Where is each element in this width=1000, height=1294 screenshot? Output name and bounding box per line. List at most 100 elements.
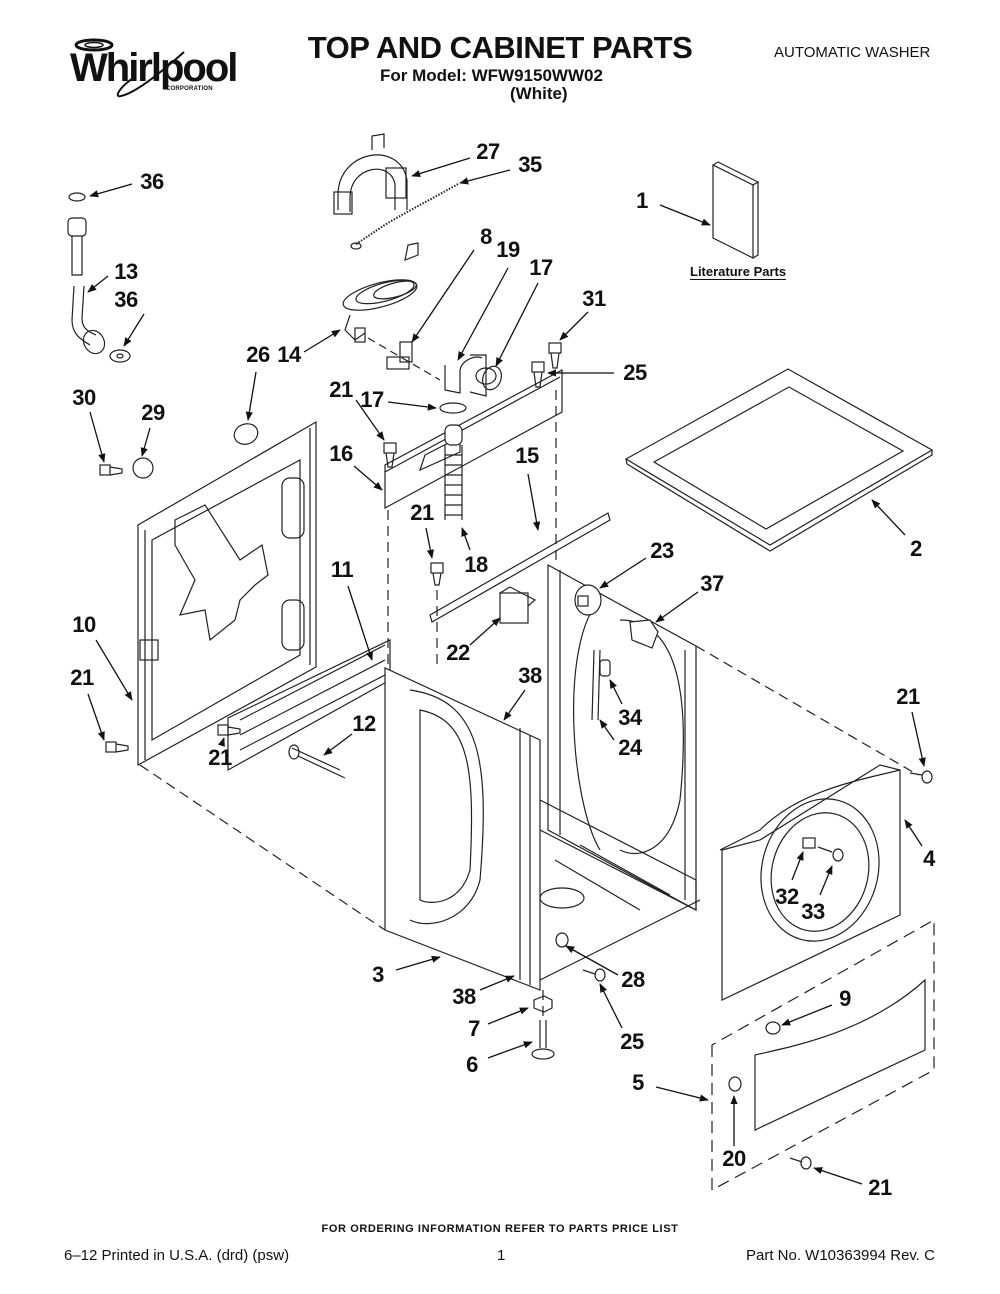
leader-arrow-side-rail <box>347 585 373 661</box>
callout-top-panel: 2 <box>910 536 922 561</box>
vent-cap <box>132 457 154 479</box>
toe-panel <box>754 978 926 1131</box>
callout-side-strip-upper: 38 <box>518 663 542 688</box>
leader-arrow-side-strip-upper <box>503 689 526 721</box>
leader-arrow-rear-panel <box>95 639 133 701</box>
screw-21-left <box>105 741 129 753</box>
callout-bead-chain: 35 <box>518 152 542 177</box>
leader-arrow-top-rail <box>527 473 541 531</box>
top-panel <box>624 368 934 552</box>
callout-leveling-leg: 6 <box>466 1052 478 1077</box>
leader-arrow-power-cord <box>303 329 341 353</box>
leader-arrow-side-strip-lower <box>479 975 515 991</box>
leader-arrow-bead-chain <box>459 169 511 185</box>
callout-push-nut: 9 <box>839 986 851 1011</box>
leader-arrow-screw-21-right <box>911 711 926 767</box>
callout-side-strip-lower: 38 <box>452 984 476 1009</box>
hinge-pin <box>288 744 346 779</box>
leader-arrow-hinge-pin <box>323 733 353 756</box>
screw-21-top <box>383 442 397 468</box>
side-rail <box>227 639 391 772</box>
leader-arrow-screw-30 <box>89 411 106 463</box>
pressure-switch <box>574 584 602 616</box>
product-type: AUTOMATIC WASHER <box>774 44 931 61</box>
callout-tube: 24 <box>618 735 642 760</box>
callout-screw-25-bottom: 25 <box>620 1029 644 1054</box>
leader-arrow-toe-panel-kit <box>655 1086 709 1102</box>
lock-nut <box>533 995 553 1013</box>
leader-arrow-screw-21-left <box>87 693 105 741</box>
push-nut <box>765 1021 781 1035</box>
callout-screw-21-bl: 21 <box>208 745 232 770</box>
hose-guide <box>333 133 408 215</box>
leader-arrow-drain-hose <box>461 527 471 551</box>
callout-hose-bracket: 37 <box>700 571 724 596</box>
callout-clamp-lower: 17 <box>360 387 384 412</box>
callout-literature: 1 <box>636 188 648 213</box>
leader-arrow-screw-25-bottom <box>599 983 623 1029</box>
leader-arrow-literature <box>659 204 711 226</box>
callout-screw-33: 33 <box>801 899 825 924</box>
leader-arrow-elbow <box>457 267 509 361</box>
leader-arrow-inlet-hose <box>87 275 109 293</box>
callout-grommet-28: 28 <box>621 967 645 992</box>
callout-rear-panel: 10 <box>72 612 96 637</box>
leader-arrow-screw-33 <box>819 865 833 896</box>
hose-bracket <box>629 619 659 649</box>
color-line: (White) <box>510 84 568 103</box>
callout-power-cord: 14 <box>277 342 301 367</box>
model-line: For Model: WFW9150WW02 <box>380 66 603 85</box>
callout-top-rail: 15 <box>515 443 539 468</box>
callout-lock-nut: 7 <box>468 1016 480 1041</box>
page-title: TOP AND CABINET PARTS <box>307 30 693 65</box>
screw-21-mid <box>430 562 444 586</box>
page-number: 1 <box>497 1247 506 1264</box>
chain-ring <box>350 242 362 250</box>
leader-arrow-screw-21-toe <box>813 1167 863 1185</box>
whirlpool-logo: Whirlpool CORPORATION <box>66 38 238 100</box>
callout-screw-21-top: 21 <box>329 377 353 402</box>
capacitor <box>499 586 537 624</box>
callout-clamp-upper: 17 <box>529 255 553 280</box>
leader-arrow-latch <box>791 851 804 881</box>
screw-25-top <box>531 361 545 388</box>
toe-panel-kit-outline <box>711 918 935 1192</box>
leader-arrow-grommet-28 <box>565 945 619 976</box>
leader-arrow-screw-21-top <box>355 399 385 441</box>
leader-arrow-washer-bottom <box>123 313 145 347</box>
leader-arrow-tube <box>599 719 615 741</box>
leader-arrow-clamp-upper <box>495 282 539 367</box>
leader-arrow-hose-bracket <box>655 591 699 623</box>
screw-21-right <box>909 770 933 784</box>
leader-arrow-strain-relief <box>411 249 475 343</box>
screw-30 <box>99 464 123 476</box>
brand-name: Whirlpool <box>70 46 238 90</box>
callout-side-rail: 11 <box>330 557 354 582</box>
leader-arrow-side-panel <box>395 955 441 971</box>
leader-arrow-vent-cap <box>140 427 151 457</box>
callout-elbow: 19 <box>496 237 520 262</box>
leader-arrow-rear-brace <box>353 465 383 491</box>
screw-21-bl <box>217 724 241 736</box>
print-info: 6–12 Printed in U.S.A. (drd) (psw) <box>64 1247 290 1264</box>
latch <box>802 837 816 849</box>
callout-rear-brace: 16 <box>329 441 353 466</box>
cord-path-line <box>367 337 441 381</box>
callout-vent-cap: 29 <box>141 400 165 425</box>
ordering-note: FOR ORDERING INFORMATION REFER TO PARTS … <box>321 1223 679 1235</box>
leveling-leg <box>531 1020 555 1060</box>
callout-capacitor: 22 <box>446 640 470 665</box>
leader-arrow-top-panel <box>871 499 906 536</box>
callout-front-panel: 4 <box>923 846 935 871</box>
swirl-icon <box>74 38 185 98</box>
plug <box>599 659 611 677</box>
grommet <box>233 423 259 445</box>
rear-brace <box>384 368 563 510</box>
leader-arrow-leveling-leg <box>487 1041 533 1059</box>
callout-pressure-switch: 23 <box>650 538 674 563</box>
callout-screw-25-top: 25 <box>623 360 647 385</box>
leader-arrow-screw-21-bl <box>217 737 225 747</box>
rear-panel <box>137 420 317 767</box>
leader-arrow-washer-top <box>89 183 133 198</box>
